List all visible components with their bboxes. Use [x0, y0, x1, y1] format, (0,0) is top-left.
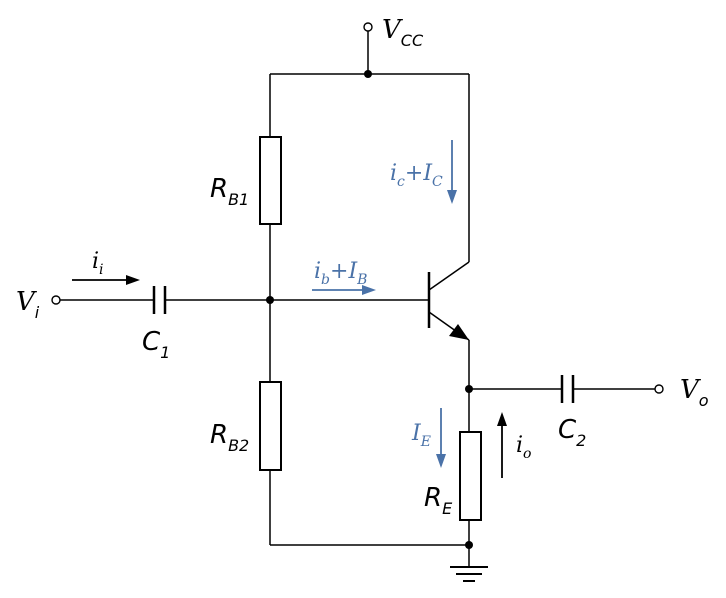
capacitor-c2 — [560, 375, 575, 403]
arrow-ii — [72, 275, 140, 285]
arrow-io — [497, 412, 507, 478]
junction-base — [266, 296, 274, 304]
resistor-rb2 — [259, 381, 282, 471]
arrow-ie — [436, 408, 446, 468]
label-IE: IE — [411, 421, 431, 450]
label-c1: C1 — [142, 327, 170, 362]
vo-terminal — [654, 384, 664, 394]
label-ic-IC: ic+IC — [390, 161, 443, 190]
ground-icon — [450, 566, 488, 582]
resistor-rb1 — [259, 136, 282, 225]
arrow-down-icon — [436, 454, 446, 468]
junction-ground — [465, 541, 473, 549]
label-rb2: RB2 — [210, 420, 249, 455]
vcc-terminal — [363, 22, 373, 32]
label-io: io — [516, 433, 531, 462]
resistor-re — [459, 431, 482, 521]
label-vo: Vo — [680, 375, 709, 410]
label-rb1: RB1 — [210, 174, 249, 209]
label-c2: C2 — [558, 415, 586, 450]
wires — [60, 31, 655, 566]
emitter-arrow-icon — [449, 324, 469, 340]
label-vcc: VCC — [382, 15, 424, 50]
arrow-down-icon — [447, 190, 457, 204]
arrow-ic — [447, 140, 457, 204]
arrow-right-icon — [362, 285, 376, 295]
arrow-right-icon — [126, 275, 140, 285]
junction-top — [364, 70, 372, 78]
label-re: RE — [424, 483, 453, 518]
capacitor-c1 — [152, 286, 167, 314]
transistor-collector-leg — [428, 261, 470, 291]
label-ii: ii — [92, 249, 104, 278]
arrow-ib — [312, 285, 376, 295]
label-ib-IB: ib+IB — [314, 259, 367, 288]
label-vi: Vi — [16, 287, 40, 322]
npn-transistor — [427, 261, 470, 341]
junction-output — [465, 385, 473, 393]
arrow-up-icon — [497, 412, 507, 426]
vi-terminal — [51, 295, 61, 305]
